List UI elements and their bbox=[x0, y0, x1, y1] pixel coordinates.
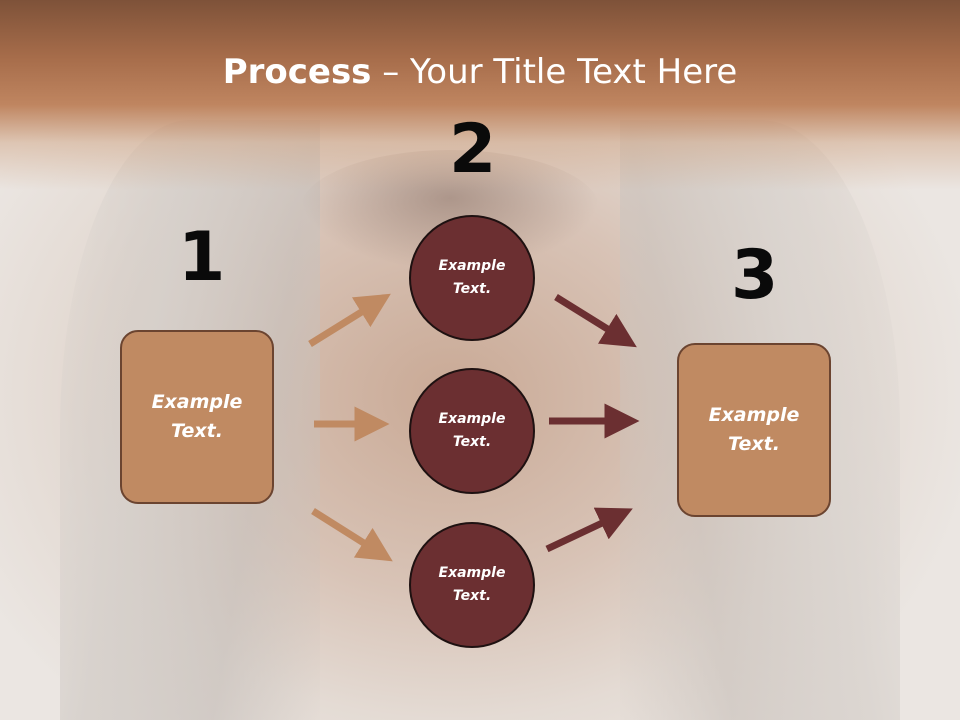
right-box: Example Text. bbox=[677, 343, 831, 517]
title-bold: Process bbox=[222, 52, 372, 92]
left-box: Example Text. bbox=[120, 330, 274, 504]
arrow-left-to-bottom bbox=[311, 508, 393, 562]
step-number-3: 3 bbox=[731, 236, 779, 315]
header-band bbox=[0, 0, 960, 190]
slide-title: Process – Your Title Text Here bbox=[0, 52, 960, 92]
circle-bottom: Example Text. bbox=[409, 522, 535, 648]
arrow-left-to-top bbox=[308, 293, 391, 347]
circle-top: Example Text. bbox=[409, 215, 535, 341]
step-number-1: 1 bbox=[178, 218, 226, 297]
step-number-2: 2 bbox=[449, 110, 497, 189]
circle-middle: Example Text. bbox=[409, 368, 535, 494]
title-rest: – Your Title Text Here bbox=[371, 52, 738, 92]
arrow-bottom-to-right bbox=[545, 507, 633, 553]
arrow-top-to-right bbox=[554, 294, 637, 348]
